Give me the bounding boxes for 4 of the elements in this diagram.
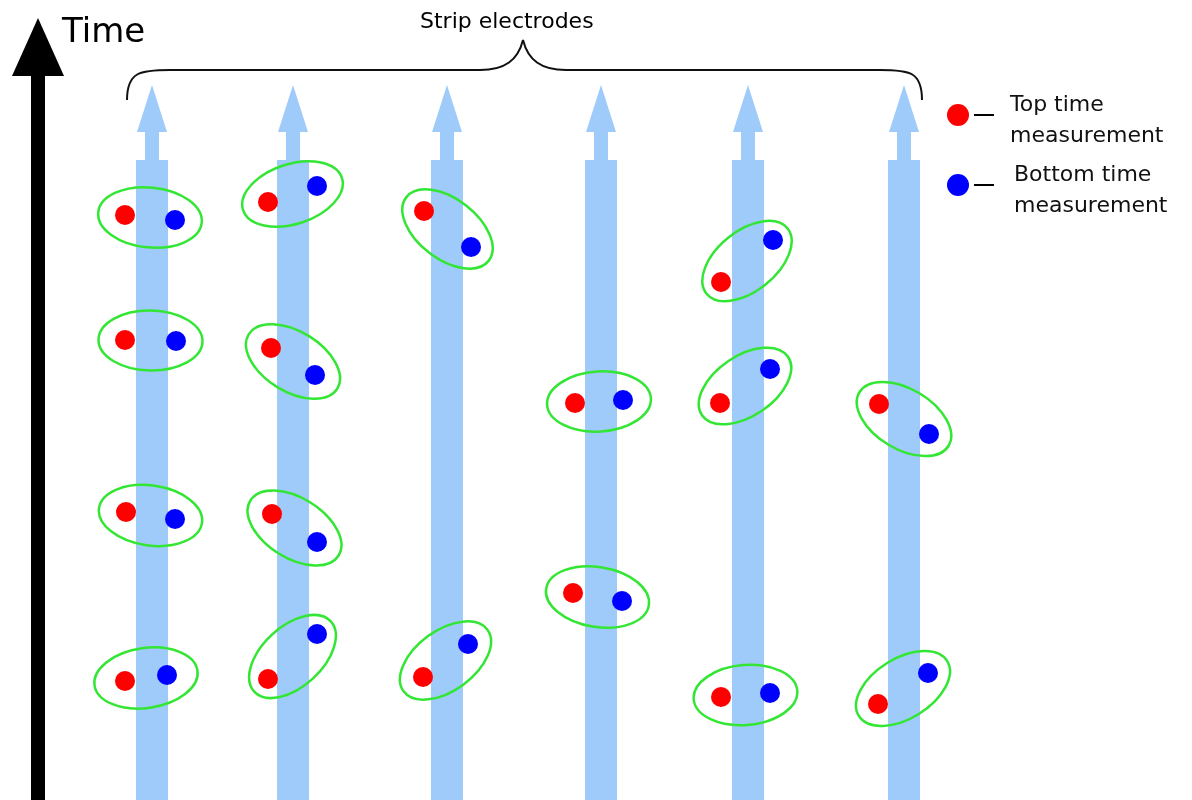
axis-label: Time <box>62 10 146 50</box>
legend-label: Bottom time measurement <box>1014 160 1169 219</box>
legend-label: Top time measurement <box>1010 90 1165 149</box>
bracket-label: Strip electrodes <box>420 8 594 33</box>
